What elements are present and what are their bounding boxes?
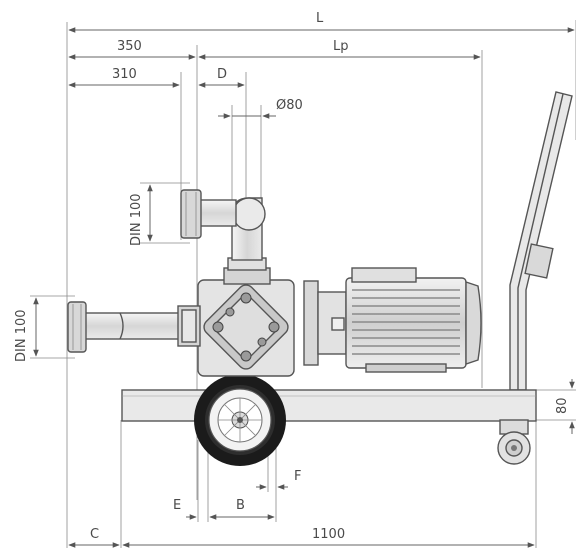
trolley	[121, 91, 573, 465]
trolley-base	[121, 389, 537, 422]
cover-bolt	[225, 307, 235, 317]
discharge-flange	[180, 189, 202, 239]
dim-310-label: 310	[112, 67, 137, 82]
dimension-labels: L 350 Lp 310 D Ø80 DIN 100 DIN 100 80 E …	[14, 11, 570, 542]
handle-bracket	[524, 243, 554, 279]
motor-fan-cover	[465, 281, 482, 365]
cover-bolt	[240, 292, 252, 304]
extension-lines	[30, 20, 576, 548]
electric-motor	[303, 267, 482, 373]
motor-flange	[303, 280, 319, 366]
dim-din100-lower-label: DIN 100	[14, 309, 29, 362]
dim-O80-label: Ø80	[276, 98, 303, 113]
cover-bolt	[240, 350, 252, 362]
discharge-port	[180, 189, 266, 261]
suction-flange	[67, 301, 87, 353]
suction-port	[67, 301, 201, 353]
cover-bolt	[268, 321, 280, 333]
suction-pipe	[81, 312, 183, 340]
dim-350-label: 350	[117, 39, 142, 54]
dimension-lines	[33, 27, 575, 548]
dim-80-label: 80	[555, 397, 570, 414]
main-wheel	[194, 374, 286, 466]
dim-C-label: C	[90, 527, 99, 542]
dim-1100-label: 1100	[312, 527, 345, 542]
trolley-handle	[509, 91, 573, 391]
dim-L-label: L	[316, 11, 324, 26]
motor-terminal-box	[351, 267, 417, 283]
dim-D-label: D	[217, 67, 227, 82]
discharge-horizontal-pipe	[197, 199, 237, 227]
pump-head	[197, 257, 295, 377]
dim-B-label: B	[236, 498, 245, 513]
cover-bolt	[257, 337, 267, 347]
dim-din100-upper-label: DIN 100	[129, 193, 144, 246]
dim-Lp-label: Lp	[333, 39, 349, 54]
dim-F-label: F	[294, 469, 301, 484]
dim-E-label: E	[173, 498, 181, 513]
cover-bolt	[212, 321, 224, 333]
